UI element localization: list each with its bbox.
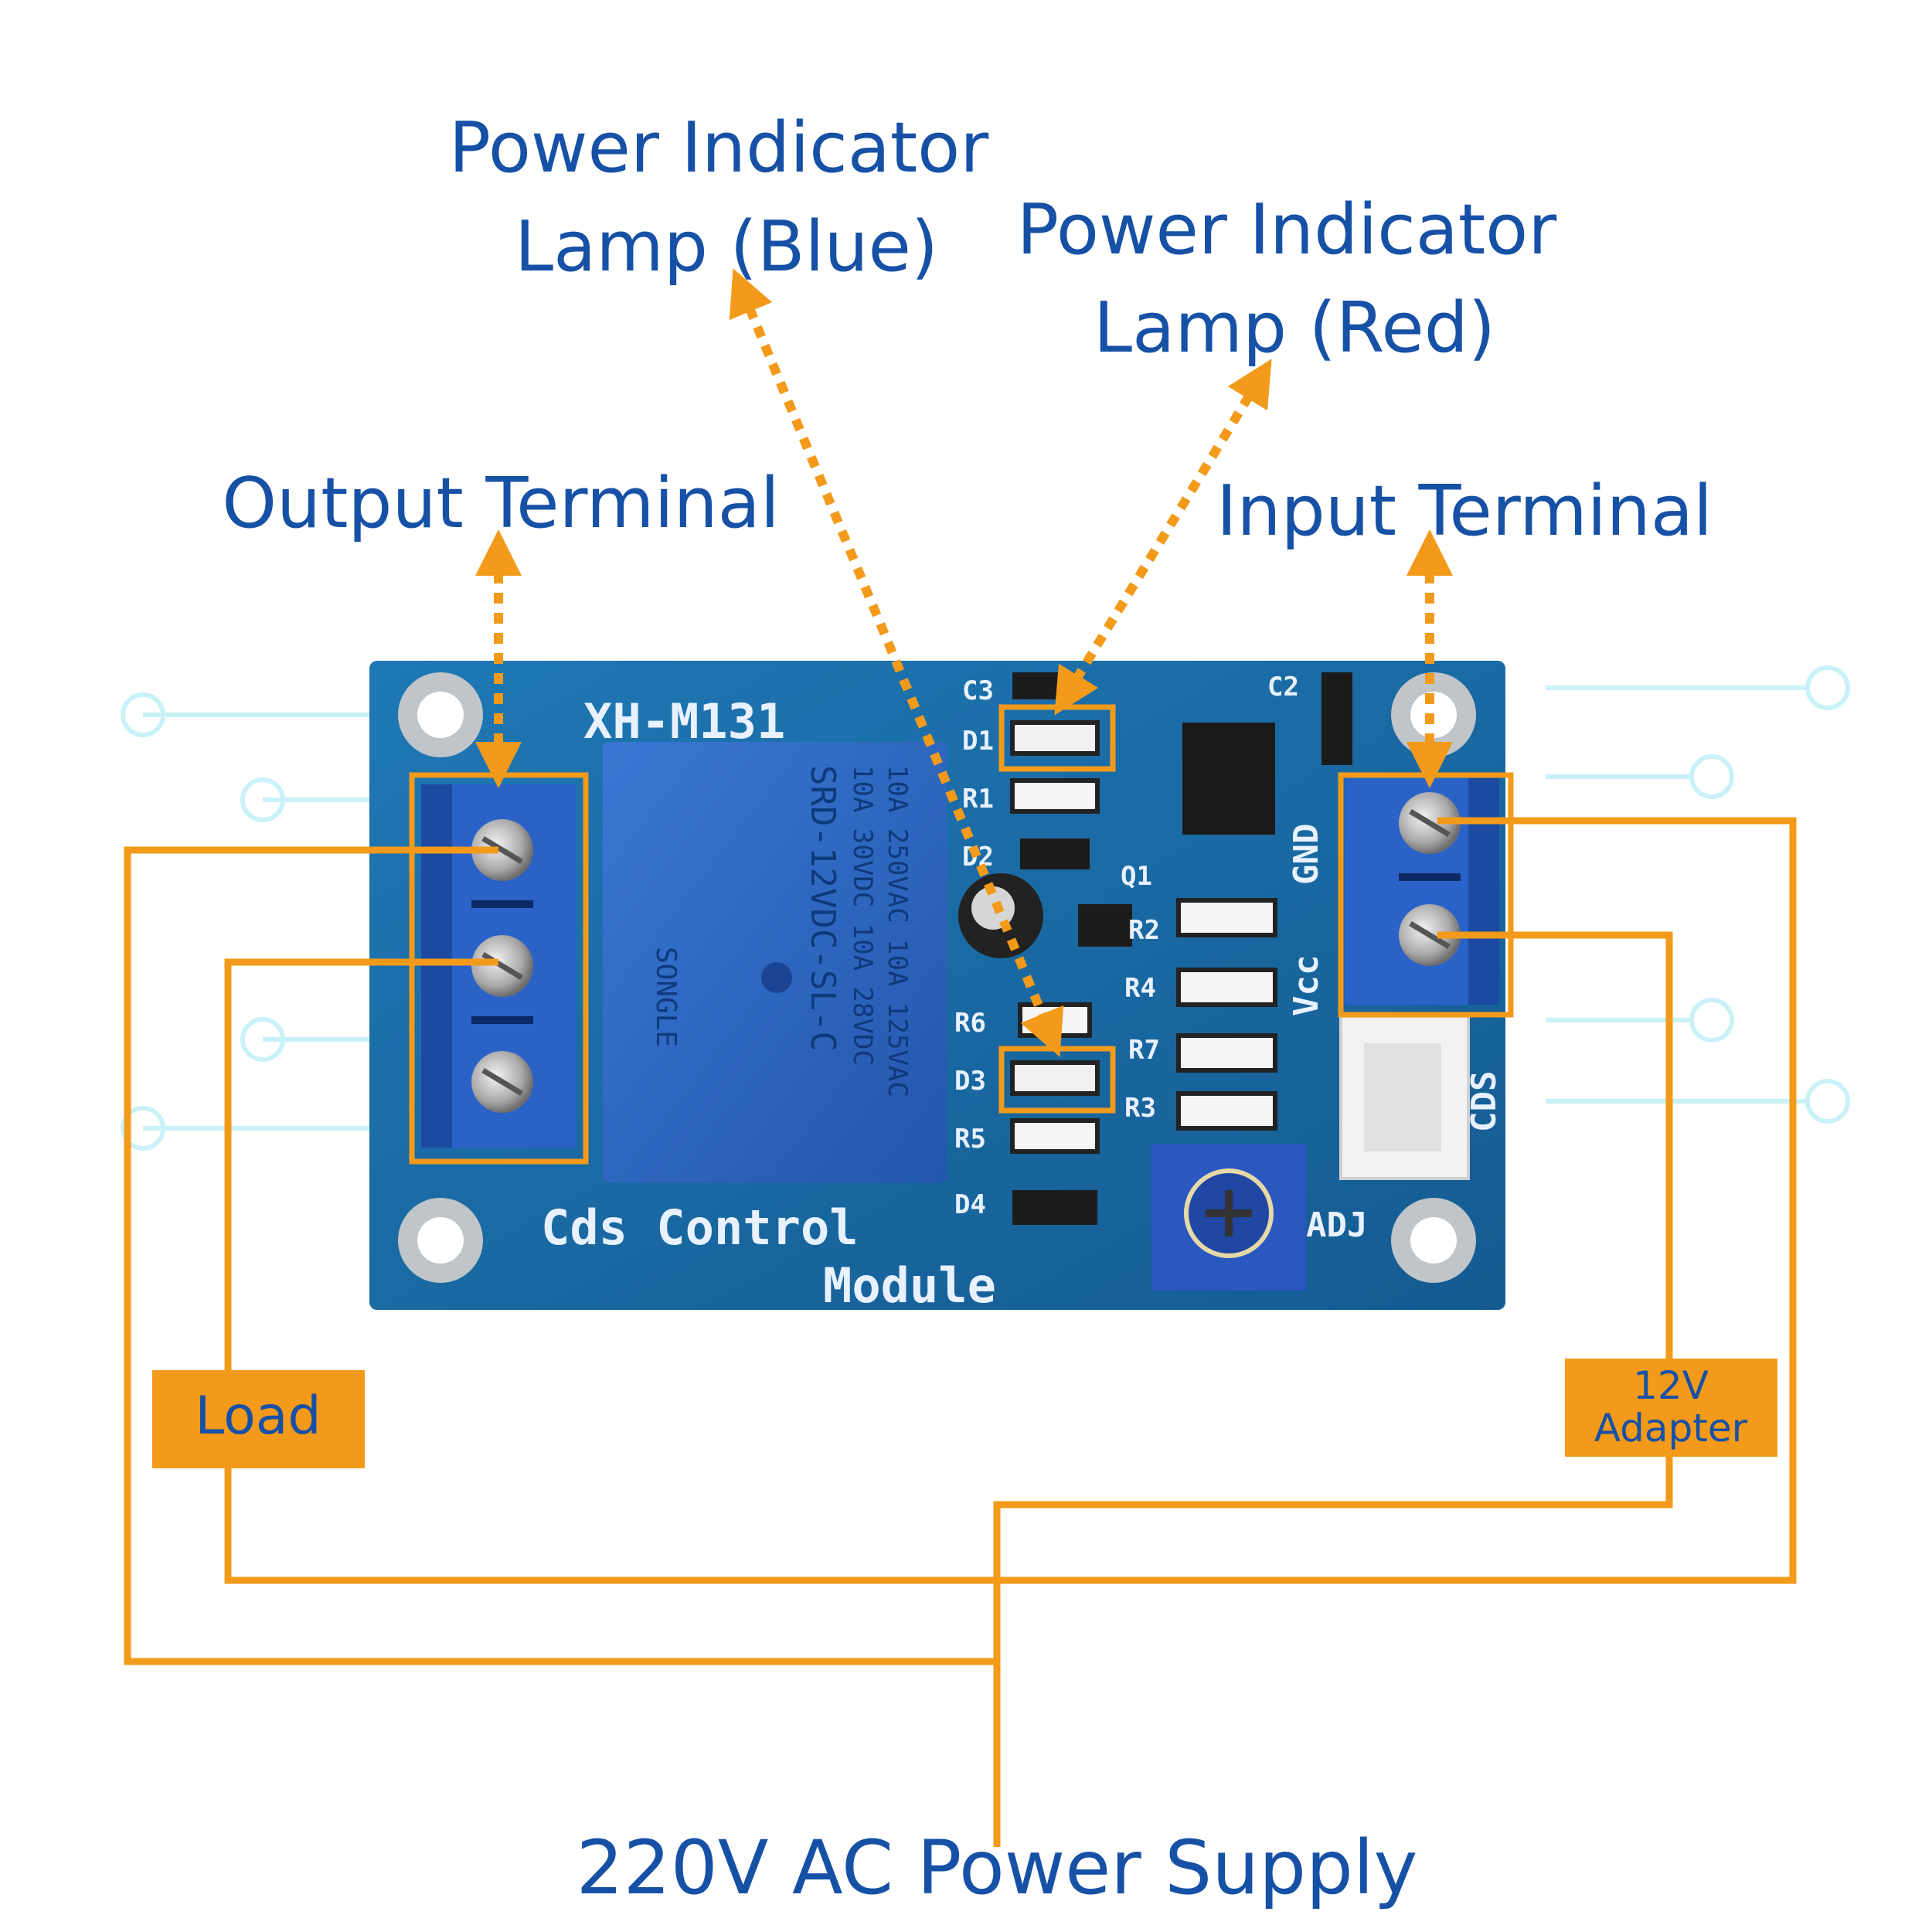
wire-vcc [1437, 931, 1673, 1359]
load-box: Load [152, 1370, 365, 1468]
load-label: Load [195, 1386, 321, 1447]
annotation-arrows [475, 268, 1453, 1057]
led-d3 [1010, 1060, 1100, 1096]
relay: 10A 250VAC 10A 125VAC 10A 30VDC 10A 28VD… [603, 742, 947, 1182]
adapter-label-line2: Adapter [1594, 1406, 1748, 1451]
relay-brand: SONGLE [650, 947, 682, 1047]
relay-model-line: SRD-12VDC-SL-C [803, 765, 842, 1052]
wire-output-com [124, 846, 997, 1665]
label-cds: CDS [1464, 1071, 1504, 1132]
label-r1: R1 [962, 784, 994, 815]
label-r5: R5 [954, 1124, 986, 1155]
label-r2: R2 [1128, 915, 1160, 946]
red-lamp-label-line1: Power Indicator [1017, 189, 1556, 270]
mounting-hole [398, 1198, 483, 1283]
label-q1: Q1 [1121, 861, 1152, 892]
adapter-box: 12V Adapter [1565, 1359, 1777, 1457]
output-terminal-label: Output Terminal [222, 463, 780, 544]
arrow-red-lamp [1054, 359, 1272, 716]
potentiometer [1151, 1144, 1306, 1291]
input-terminal-label: Input Terminal [1216, 471, 1713, 552]
label-r4: R4 [1124, 973, 1156, 1004]
label-gnd: GND [1287, 824, 1326, 885]
label-c2: C2 [1267, 672, 1299, 702]
adapter-label-line1: 12V [1633, 1363, 1709, 1408]
relay-rating-line1: 10A 250VAC 10A 125VAC [882, 765, 913, 1097]
wire-output-no [224, 958, 498, 1370]
cds-connector [1339, 1015, 1470, 1180]
red-lamp-label-line2: Lamp (Red) [1094, 287, 1495, 369]
label-d3: D3 [954, 1066, 986, 1097]
wire-adapter-supply [993, 1457, 1673, 1847]
mounting-hole [1391, 1198, 1476, 1283]
ic-chip [1182, 723, 1275, 835]
led-d1 [1010, 720, 1100, 756]
output-terminal-block [421, 784, 576, 1148]
blue-lamp-label-line1: Power Indicator [449, 107, 988, 189]
label-d1: D1 [962, 726, 994, 757]
label-vcc: Vcc [1287, 955, 1326, 1016]
mounting-hole [398, 672, 483, 757]
wire-load-return [224, 817, 1797, 1584]
arrow-blue-lamp [729, 268, 1064, 1057]
power-supply-label: 220V AC Power Supply [577, 1825, 1418, 1911]
relay-rating-line2: 10A 30VDC 10A 28VDC [847, 765, 878, 1066]
input-terminal-block [1345, 777, 1499, 1005]
label-r6: R6 [954, 1008, 986, 1039]
label-adj: ADJ [1306, 1206, 1367, 1245]
label-c3: C3 [962, 675, 994, 706]
relay-logo [761, 962, 792, 993]
board-model-label: XH-M131 [583, 693, 785, 750]
label-d4: D4 [954, 1189, 986, 1220]
blue-lamp-label-line2: Lamp (Blue) [515, 206, 938, 287]
wiring-lines [124, 817, 1797, 1847]
board-name-line2: Module [823, 1257, 996, 1314]
label-r3: R3 [1124, 1093, 1156, 1124]
label-r7: R7 [1128, 1035, 1160, 1066]
board-name-line1: Cds Control [541, 1199, 859, 1256]
